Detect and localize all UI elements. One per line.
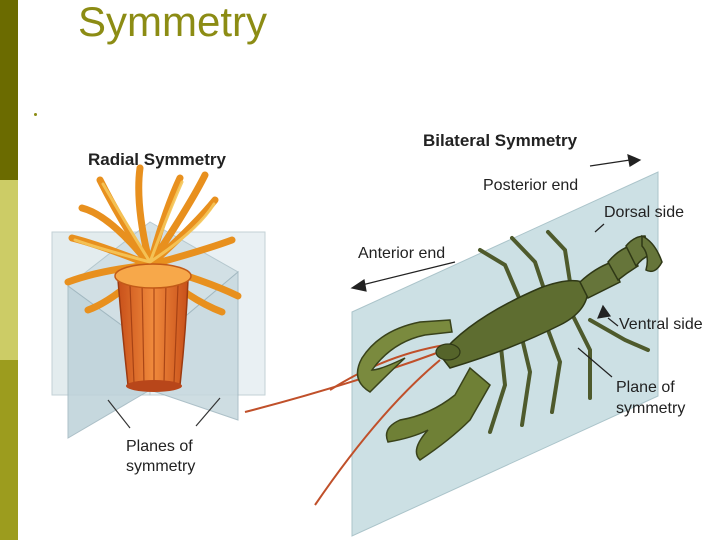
- planes-label-line2: symmetry: [126, 457, 195, 477]
- dorsal-side-label: Dorsal side: [604, 204, 684, 222]
- crayfish-head: [436, 344, 460, 360]
- posterior-end-label: Posterior end: [483, 177, 578, 195]
- bilateral-symmetry-heading: Bilateral Symmetry: [423, 131, 577, 151]
- anemone-base: [126, 380, 182, 392]
- bilateral-plane: [352, 172, 658, 536]
- planes-of-symmetry-label: Planes of symmetry: [126, 437, 195, 477]
- anterior-arrow-icon: [352, 280, 366, 291]
- anterior-end-label: Anterior end: [358, 245, 445, 263]
- planes-label-line1: Planes of: [126, 437, 195, 457]
- plane-label-line1: Plane of: [616, 377, 685, 398]
- plane-label-line2: symmetry: [616, 398, 685, 419]
- radial-symmetry-heading: Radial Symmetry: [88, 150, 226, 170]
- plane-of-symmetry-label: Plane of symmetry: [616, 377, 685, 419]
- ventral-side-label: Ventral side: [619, 316, 703, 334]
- anemone-oral-disc: [115, 264, 191, 288]
- posterior-arrow-icon: [628, 155, 640, 166]
